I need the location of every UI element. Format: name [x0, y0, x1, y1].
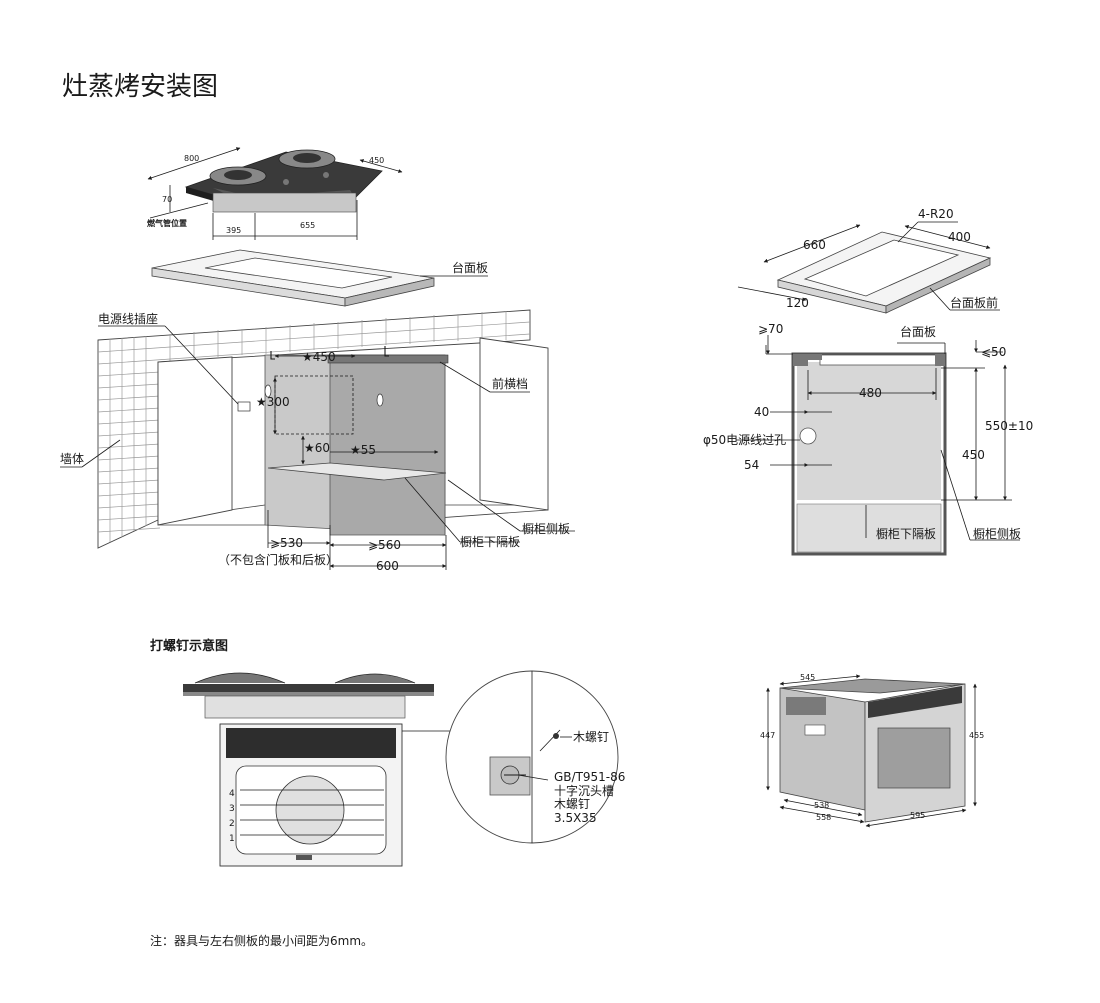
front-rail-label: 前横档: [492, 376, 528, 391]
sec-hole: φ50电源线过孔: [703, 433, 786, 447]
dim-70: 70: [162, 195, 172, 204]
cabinet-drawing: ★450 ★300 ★60 ★55 电源线插座 前横档 墙体 橱柜侧板 橱柜下隔…: [60, 309, 575, 573]
side-panel-label: 橱柜侧板: [522, 522, 570, 536]
sec-54: 54: [744, 458, 759, 472]
oven-drawing: 545 447 455 538 558 595: [760, 673, 984, 828]
page-title: 灶蒸烤安装图: [62, 72, 218, 102]
footnote: 注：器具与左右侧板的最小间距为6mm。: [150, 933, 373, 948]
sec-side: 橱柜侧板: [973, 527, 1021, 541]
socket-label: 电源线插座: [98, 311, 158, 326]
sec-countertop: 台面板: [900, 324, 936, 339]
oven-447: 447: [760, 731, 775, 740]
sec-ge70: ⩾70: [758, 322, 783, 336]
screw-spec1: GB/T951-86: [554, 770, 625, 784]
oven-455: 455: [969, 731, 984, 740]
screw-spec2: 十字沉头槽: [554, 783, 614, 798]
screw-drawing: 4 3 2 1 木螺钉 GB/T951-86 十字沉头槽 木螺钉 3.5X35: [183, 670, 625, 867]
counter-cutout-drawing: 660 400 4-R20 120 台面板前: [737, 207, 1000, 314]
cutout-660: 660: [803, 238, 826, 252]
cutout-400: 400: [948, 230, 971, 244]
dim-560: ⩾560: [368, 538, 401, 552]
dim-450: 450: [369, 156, 384, 165]
dim-600: 600: [376, 559, 399, 573]
dim-star300: ★300: [256, 395, 290, 409]
wall-label: 墙体: [60, 452, 84, 466]
countertop-label: 台面板: [452, 260, 488, 275]
dim-star55: ★55: [350, 443, 376, 457]
sec-550: 550±10: [985, 419, 1033, 433]
sec-450: 450: [962, 448, 985, 462]
level-1: 1: [229, 834, 235, 844]
section-drawing: ⩾70 台面板 ⩽50 480 40 φ50电源线过孔 54 450 550±1…: [703, 322, 1033, 556]
lower-shelf-label: 橱柜下隔板: [460, 535, 520, 549]
oven-558: 558: [816, 813, 831, 822]
depth-note: （不包含门板和后板）: [218, 552, 338, 567]
level-3: 3: [229, 804, 235, 814]
dim-star450: ★450: [302, 350, 336, 364]
screw-subtitle: 打螺钉示意图: [150, 638, 228, 654]
level-4: 4: [229, 789, 235, 799]
cutout-radius: 4-R20: [918, 207, 954, 221]
counter-front-label: 台面板前: [950, 295, 998, 310]
dim-star60: ★60: [304, 441, 330, 455]
oven-538: 538: [814, 801, 829, 810]
oven-595: 595: [910, 811, 925, 820]
wood-screw-label: 木螺钉: [573, 730, 609, 744]
cutout-120: 120: [786, 296, 809, 310]
sec-shelf: 橱柜下隔板: [876, 527, 936, 541]
gas-pipe-label: 燃气管位置: [147, 218, 187, 228]
hob-drawing: 800 450 70 395 655 燃气管位置: [147, 147, 403, 240]
countertop-drawing: 台面板: [151, 249, 488, 307]
screw-spec4: 3.5X35: [554, 811, 597, 825]
dim-655: 655: [300, 221, 315, 230]
oven-545: 545: [800, 673, 815, 682]
dim-530: ⩾530: [270, 536, 303, 550]
sec-480: 480: [859, 386, 882, 400]
sec-le50: ⩽50: [981, 345, 1006, 359]
screw-spec3: 木螺钉: [554, 797, 590, 811]
level-2: 2: [229, 819, 235, 829]
dim-800: 800: [184, 154, 199, 163]
dim-395: 395: [226, 226, 241, 235]
sec-40: 40: [754, 405, 769, 419]
